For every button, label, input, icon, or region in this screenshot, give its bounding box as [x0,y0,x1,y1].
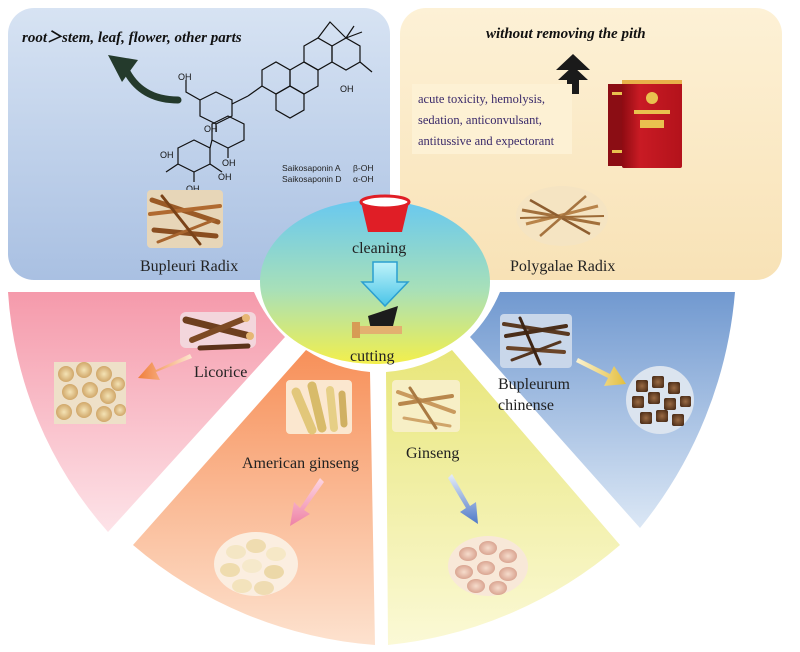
cutting-label: cutting [350,348,394,365]
american-ginseng-content: American ginseng [214,380,359,596]
compound-d-config: α-OH [353,174,374,184]
down-arrow-icon [360,261,410,308]
effect-line: acute toxicity, hemolysis, [418,92,545,106]
knife-icon [352,306,402,338]
curved-arrow-icon [108,55,182,104]
effects-box: acute toxicity, hemolysis, sedation, ant… [412,84,572,154]
basin-icon [359,194,411,232]
ginseng-content: Ginseng [392,380,528,596]
arrow-icon [138,354,192,380]
licorice-root-photo [180,312,256,351]
saikosaponin-structure [165,21,373,182]
organ-ranking-text: root＞stem, leaf, flower, other parts [22,30,242,46]
bupleurum-root-photo [500,314,572,368]
arrow-icon [448,474,478,524]
bupleuri-panel: root＞stem, leaf, flower, other parts [8,8,390,280]
effect-line: antitussive and expectorant [418,134,555,148]
oh-label: OH [186,184,200,194]
bupleurum-label-line1: Bupleurum [498,376,571,393]
ginseng-root-photo [392,380,460,432]
pharmacopoeia-book-icon [608,80,682,168]
licorice-slices-photo [54,362,126,424]
svg-text:acute toxicity, hemolysis,: acute toxicity, hemolysis, sedation, ant… [418,92,555,148]
polygalae-radix-photo [516,186,608,246]
oh-label: OH [160,150,174,160]
effect-line: sedation, anticonvulsant, [418,113,542,127]
bupleuri-radix-label: Bupleuri Radix [140,258,238,275]
ginseng-label: Ginseng [406,445,459,462]
oh-label: OH [178,72,192,82]
arrow-icon [290,478,324,526]
center-process-ellipse: cleaning cutting [260,194,490,365]
oh-label: OH [218,172,232,182]
pith-note: without removing the pith [486,26,646,42]
compound-a-config: β-OH [353,163,373,173]
polygalae-radix-label: Polygalae Radix [510,258,615,275]
american-ginseng-root-photo [286,380,352,435]
polygalae-panel: without removing the pith acute toxicity… [400,8,782,280]
american-ginseng-label: American ginseng [242,455,359,472]
cleaning-label: cleaning [352,240,406,257]
american-ginseng-slices-photo [214,532,298,596]
oh-label: OH [222,158,236,168]
oh-label: OH [340,84,354,94]
licorice-segment [8,292,285,532]
ginseng-slices-photo [448,536,528,596]
licorice-label: Licorice [194,364,247,381]
oh-label: OH [204,124,218,134]
licorice-content: Licorice [54,312,256,424]
bupleurum-content: Bupleurum chinense [498,314,694,434]
bupleurum-label-line2: chinense [498,397,554,414]
arrow-icon [576,358,626,386]
bupleuri-radix-photo [147,190,223,248]
compound-d-name: Saikosaponin D [282,174,342,184]
compound-a-name: Saikosaponin A [282,163,341,173]
bupleurum-cubes-photo [626,366,694,434]
